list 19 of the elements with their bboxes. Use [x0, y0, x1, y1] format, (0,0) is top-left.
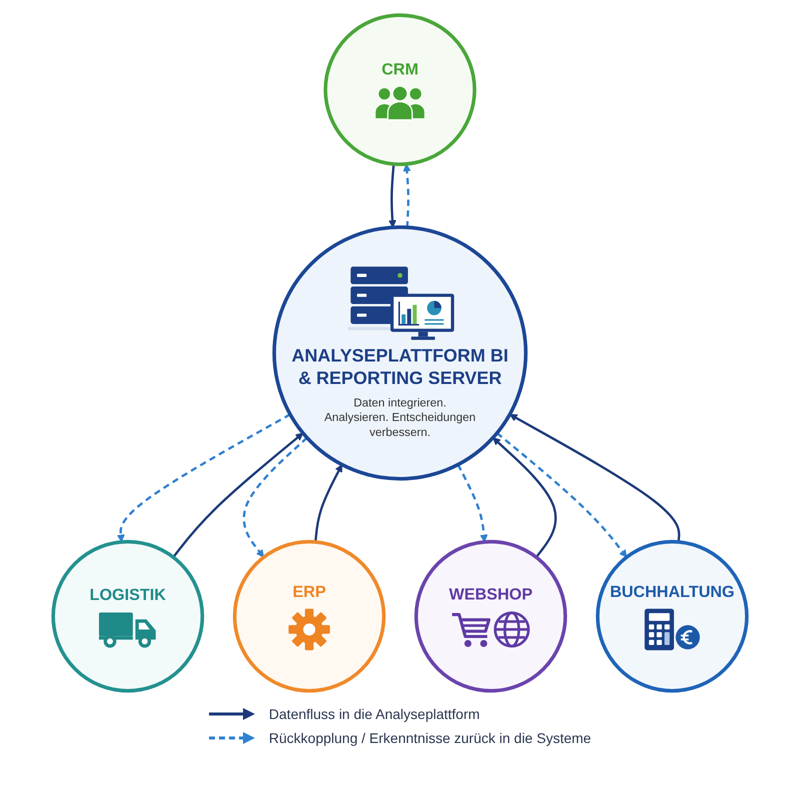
- arrow: [509, 414, 680, 542]
- node-title: LOGISTIK: [90, 584, 166, 605]
- legend-label: Datenfluss in die Analyseplattform: [268, 706, 480, 722]
- arrow: [492, 437, 557, 558]
- node-description: Daten integrieren. Analysieren. Entscheidungen verbessern.: [323, 396, 477, 440]
- node-title: WEBSHOP: [448, 584, 533, 604]
- node-title: BUCHHALTUNG: [610, 582, 735, 602]
- node-title: ANALYSEPLATTFORM BI & REPORTING SERVER: [290, 345, 510, 390]
- dashed-arrow: [116, 413, 291, 542]
- legend-label: Rückkopplung / Erkenntnisse zurück in die Systeme: [268, 730, 592, 746]
- node-title: CRM: [382, 58, 418, 80]
- dashed-arrow: [242, 436, 308, 558]
- dashed-arrow: [457, 464, 488, 542]
- dashed-arrow: [402, 164, 411, 228]
- dashed-arrow: [496, 432, 628, 558]
- arrow: [388, 164, 396, 228]
- node-title: ERP: [292, 582, 326, 602]
- arrow: [314, 464, 342, 542]
- arrow: [172, 432, 304, 558]
